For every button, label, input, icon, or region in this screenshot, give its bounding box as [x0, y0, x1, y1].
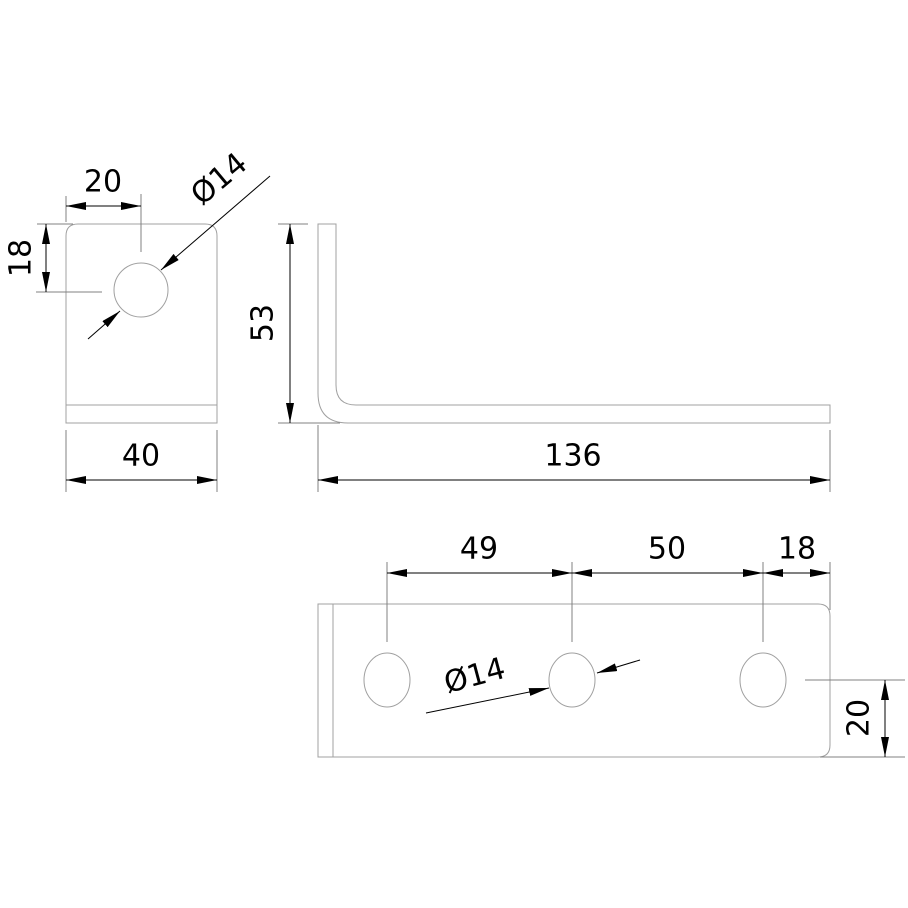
dimension-label-20: 20 [842, 699, 877, 737]
side-view: 53 136 [246, 223, 831, 492]
hole-2 [548, 652, 596, 708]
front-view-outline [65, 223, 218, 424]
dimension-label-136: 136 [544, 439, 601, 474]
front-view: 20 18 Ø14 40 [4, 146, 271, 492]
dimension-label-18: 18 [778, 532, 816, 567]
diameter-label: Ø14 [184, 146, 254, 213]
side-view-outline [317, 223, 831, 424]
dimension-label-20: 20 [84, 165, 122, 200]
diameter-leader [425, 687, 550, 714]
dimension-label-40: 40 [122, 439, 160, 474]
diameter-leader [596, 659, 641, 674]
hole-1 [363, 652, 411, 708]
top-view-outline [317, 603, 831, 758]
diameter-label: Ø14 [440, 651, 509, 701]
dimension-label-53: 53 [246, 304, 281, 342]
dimension-label-50: 50 [648, 532, 686, 567]
dimension-label-18: 18 [4, 239, 39, 277]
diameter-leader [160, 175, 271, 271]
dimension-label-49: 49 [460, 532, 498, 567]
diameter-leader [87, 310, 121, 340]
top-view: 49 50 18 Ø14 20 [317, 532, 905, 758]
hole-3 [739, 652, 787, 708]
hole [113, 262, 169, 318]
